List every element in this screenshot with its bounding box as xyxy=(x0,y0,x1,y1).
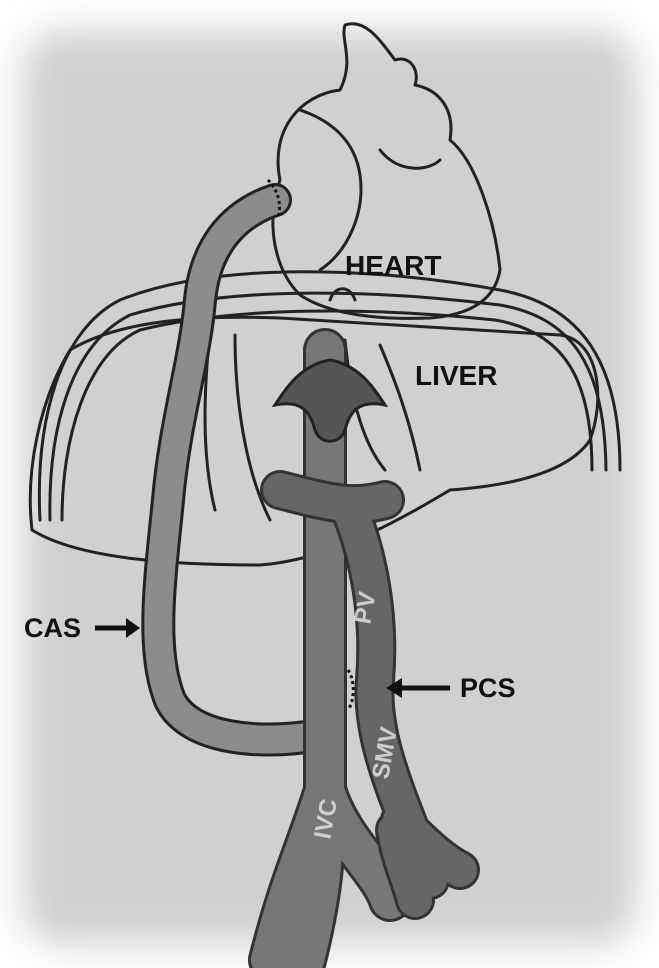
diaphragm xyxy=(37,270,622,522)
liver-label: LIVER xyxy=(415,360,497,391)
cas-label: CAS xyxy=(24,613,81,643)
heart xyxy=(271,22,502,320)
ivc-vessel xyxy=(248,328,412,968)
pcs-arrow xyxy=(386,678,450,698)
pv-label: PV xyxy=(349,590,381,626)
pcs-label: PCS xyxy=(460,673,516,703)
portal-vein xyxy=(260,470,480,920)
heart-label: HEART xyxy=(345,250,441,281)
cas-arrow xyxy=(95,618,140,638)
